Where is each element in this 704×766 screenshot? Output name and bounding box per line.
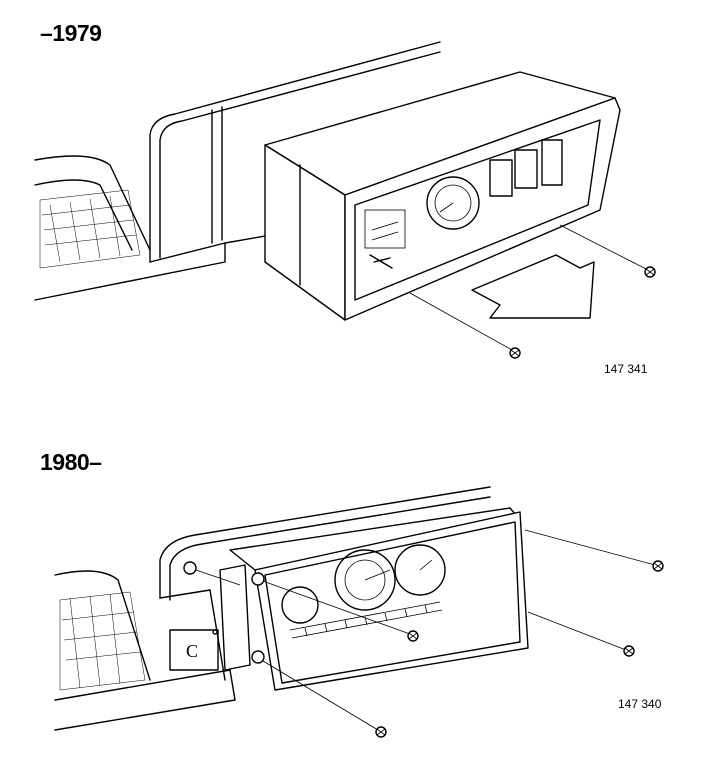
screw-bottom-4 — [251, 650, 387, 738]
screw-bottom-1 — [524, 529, 664, 572]
heading-bottom: 1980– — [40, 449, 102, 475]
instrument-cluster-bottom — [219, 507, 529, 691]
screw-top-bottom — [409, 292, 521, 359]
dashboard-top — [34, 41, 441, 301]
screw-bottom-3 — [251, 572, 419, 642]
figure-number-top: 147 341 — [604, 362, 648, 376]
dashboard-bottom: C — [54, 486, 491, 731]
screw-top-right — [559, 224, 656, 278]
heading-top: –1979 — [40, 20, 102, 46]
screw-bottom-2 — [527, 611, 635, 657]
direction-arrow-icon — [471, 254, 595, 319]
svg-text:C: C — [186, 641, 198, 661]
instrument-cluster-top — [264, 71, 621, 321]
figure-number-bottom: 147 340 — [618, 697, 662, 711]
screw-bottom-left — [183, 561, 241, 635]
